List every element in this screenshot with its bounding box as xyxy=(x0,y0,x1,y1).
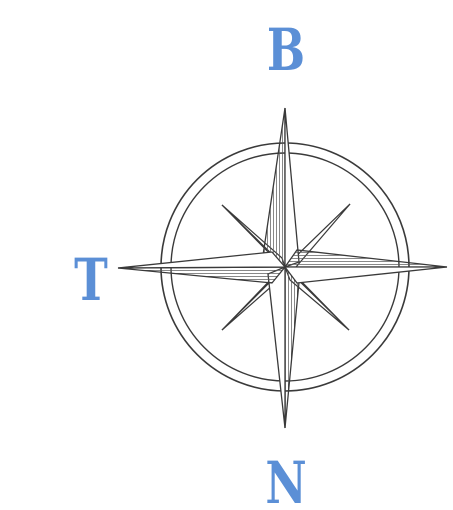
point-south-light xyxy=(268,267,285,428)
cardinal-points xyxy=(118,108,447,428)
point-east-light xyxy=(285,267,447,283)
point-north-light xyxy=(285,108,299,267)
point-north-shaded xyxy=(262,108,285,267)
point-west-light xyxy=(118,252,285,268)
label-top: B xyxy=(267,16,305,84)
point-south-shaded xyxy=(285,267,300,428)
label-left: T xyxy=(74,246,108,314)
point-east-shaded xyxy=(285,250,447,267)
point-west-shaded xyxy=(118,267,285,283)
label-bottom: N xyxy=(265,449,306,510)
